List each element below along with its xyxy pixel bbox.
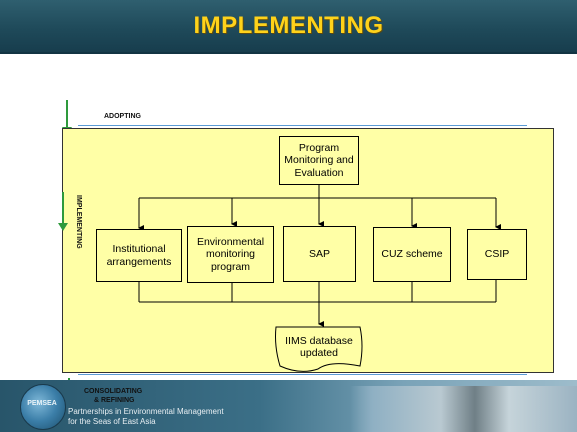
component-box-sap: SAP — [283, 226, 356, 282]
slide-title: IMPLEMENTING — [193, 12, 384, 39]
footer-line-2: for the Seas of East Asia — [68, 417, 156, 426]
program-monitoring-evaluation-box: Program Monitoring and Evaluation — [279, 136, 359, 185]
stage-label-adopting: ADOPTING — [104, 113, 141, 120]
implementing-arrow-icon — [58, 192, 68, 231]
header-bar: IMPLEMENTING — [0, 0, 577, 54]
output-shape — [275, 326, 363, 372]
component-box-cuz: CUZ scheme — [373, 227, 451, 282]
footer-photo-strip — [350, 386, 577, 432]
pemsea-logo-text: PEMSEA — [27, 400, 57, 407]
component-box-csip: CSIP — [467, 229, 527, 280]
component-box-environmental: Environmental monitoring program — [187, 226, 274, 283]
stage-label-consolidating: CONSOLIDATING — [84, 388, 143, 395]
pemsea-logo — [20, 384, 66, 430]
consolidating-rule-line — [78, 374, 527, 375]
adopting-rule-line — [78, 125, 527, 126]
stage-label-implementing: IMPLEMENTING — [75, 195, 82, 249]
component-box-institutional: Institutional arrangements — [96, 229, 182, 282]
stage-label-refining: & REFINING — [94, 397, 135, 404]
iims-database-box: IIMS database updated — [285, 334, 353, 360]
footer-line-1: Partnerships in Environmental Management — [68, 407, 224, 416]
